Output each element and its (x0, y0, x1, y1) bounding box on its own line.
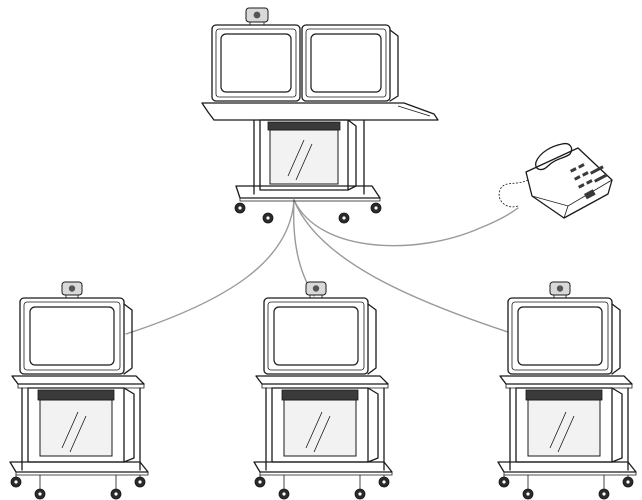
connection-cables (125, 199, 519, 335)
cable-to-endpoint-left (125, 199, 295, 335)
remote-endpoint-right (497, 281, 637, 500)
monitor-right (301, 24, 399, 102)
master-system-dual-monitor (201, 7, 439, 224)
desk-phone-icon (498, 142, 613, 219)
remote-endpoint-center (253, 281, 393, 500)
cable-to-endpoint-right (293, 199, 515, 335)
camera-icon (245, 7, 269, 26)
monitor-left (211, 24, 301, 102)
remote-endpoint-left (9, 281, 149, 500)
cable-to-telephone (293, 199, 519, 247)
